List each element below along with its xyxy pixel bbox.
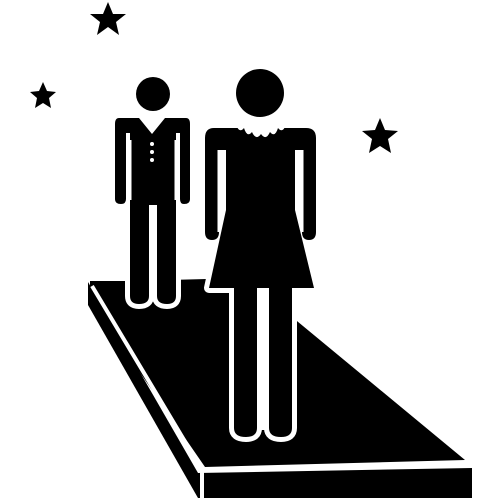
woman-figure-icon	[200, 64, 321, 442]
man-figure-icon	[110, 72, 195, 309]
shirt-buttons	[150, 142, 154, 162]
stars-group	[30, 2, 398, 153]
runway-bottom-edge	[198, 468, 472, 498]
star-icon	[30, 82, 56, 108]
ruffled-collar	[236, 120, 286, 138]
star-icon	[362, 118, 398, 153]
star-icon	[90, 2, 126, 35]
runway-front-edge	[88, 282, 198, 498]
